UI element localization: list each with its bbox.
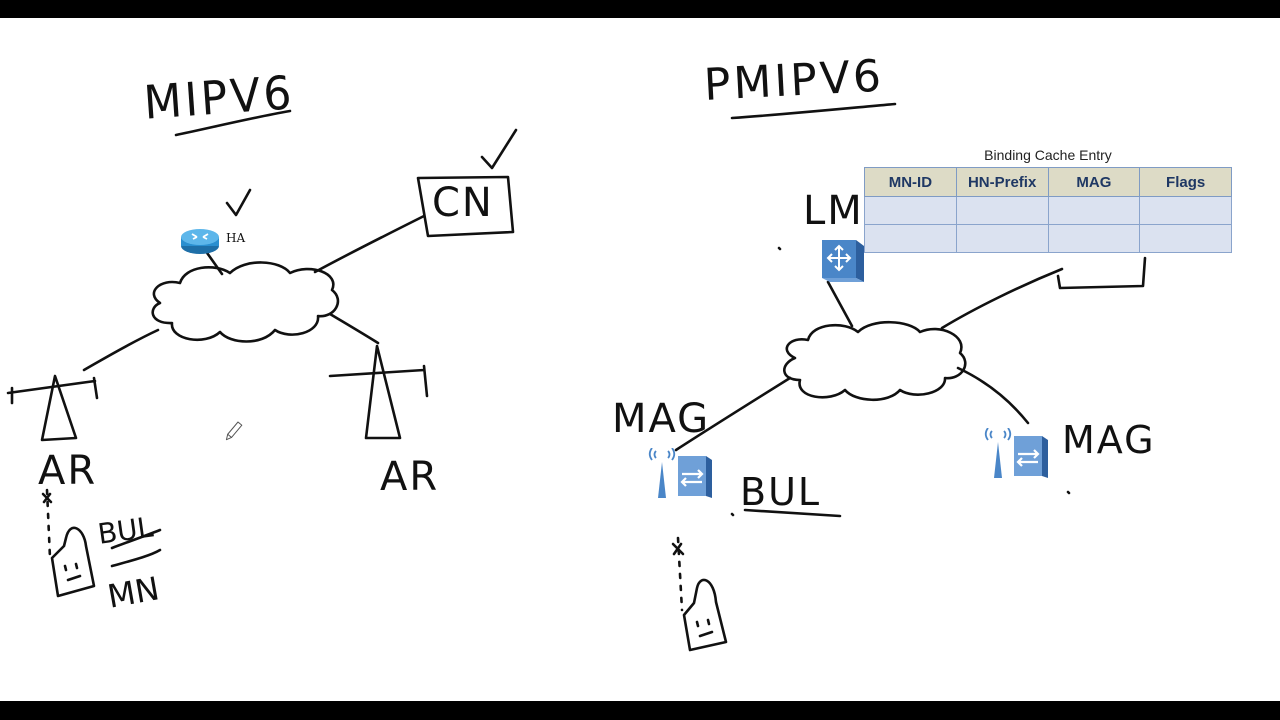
cn-box-right-partial: [1058, 258, 1145, 288]
table-cell: [865, 225, 957, 253]
cloud-left: [153, 262, 338, 341]
mipv6-title: MIPV6: [142, 66, 296, 130]
link-cloud-mag-right: [958, 368, 1028, 423]
table-header-row: MN-ID HN-Prefix MAG Flags: [865, 168, 1232, 197]
table-cell: [865, 197, 957, 225]
link-lma-cloud: [828, 282, 852, 326]
column-header-mn-id: MN-ID: [865, 168, 957, 197]
mag-left-label: MAG: [612, 396, 710, 442]
pencil-cursor-icon: [225, 422, 242, 441]
table-row: [865, 197, 1232, 225]
pmipv6-title: PMIPV6: [703, 51, 886, 111]
column-header-flags: Flags: [1140, 168, 1232, 197]
mag-access-point-icon: [646, 448, 716, 500]
mn-right-device: [684, 580, 726, 650]
router-icon: [180, 226, 220, 256]
mn-device: [52, 528, 94, 596]
ar-left-label: AR: [38, 448, 97, 494]
binding-cache-grid: MN-ID HN-Prefix MAG Flags: [864, 167, 1232, 253]
cloud-right: [784, 322, 965, 400]
link-cloud-cn: [315, 216, 424, 272]
lma-label: LMA: [803, 188, 862, 234]
table-cell: [1140, 225, 1232, 253]
link-cloud-cn-right: [942, 269, 1062, 328]
column-header-mag: MAG: [1048, 168, 1140, 197]
ha-label: HA: [226, 231, 245, 245]
table-row: [865, 225, 1232, 253]
ar-right-tower: [366, 346, 400, 438]
link-cloud-ar-right: [330, 314, 378, 343]
table-cell: [956, 225, 1048, 253]
table-cell: [956, 197, 1048, 225]
lma-label-clip: LMA: [800, 178, 862, 238]
table-cell: [1048, 197, 1140, 225]
bul-right-label: BUL: [740, 470, 821, 514]
ar-right-label: AR: [380, 454, 439, 500]
whiteboard-canvas: MIPV6 PMIPV6 CN HA AR AR BUL MN LMA MAG …: [0, 18, 1280, 701]
binding-cache-entry-table: Binding Cache Entry MN-ID HN-Prefix MAG …: [864, 143, 1232, 253]
cn-label: CN: [432, 180, 494, 226]
mag-access-point-icon: [982, 428, 1052, 480]
checkmark-icon: [482, 130, 516, 168]
column-header-hn-prefix: HN-Prefix: [956, 168, 1048, 197]
binding-cache-caption: Binding Cache Entry: [864, 143, 1232, 167]
table-cell: [1140, 197, 1232, 225]
table-cell: [1048, 225, 1140, 253]
checkmark-icon: [227, 190, 250, 215]
link-cloud-ar-left: [84, 330, 158, 370]
lma-switch-icon: [820, 236, 868, 284]
mag-right-label: MAG: [1062, 418, 1156, 462]
